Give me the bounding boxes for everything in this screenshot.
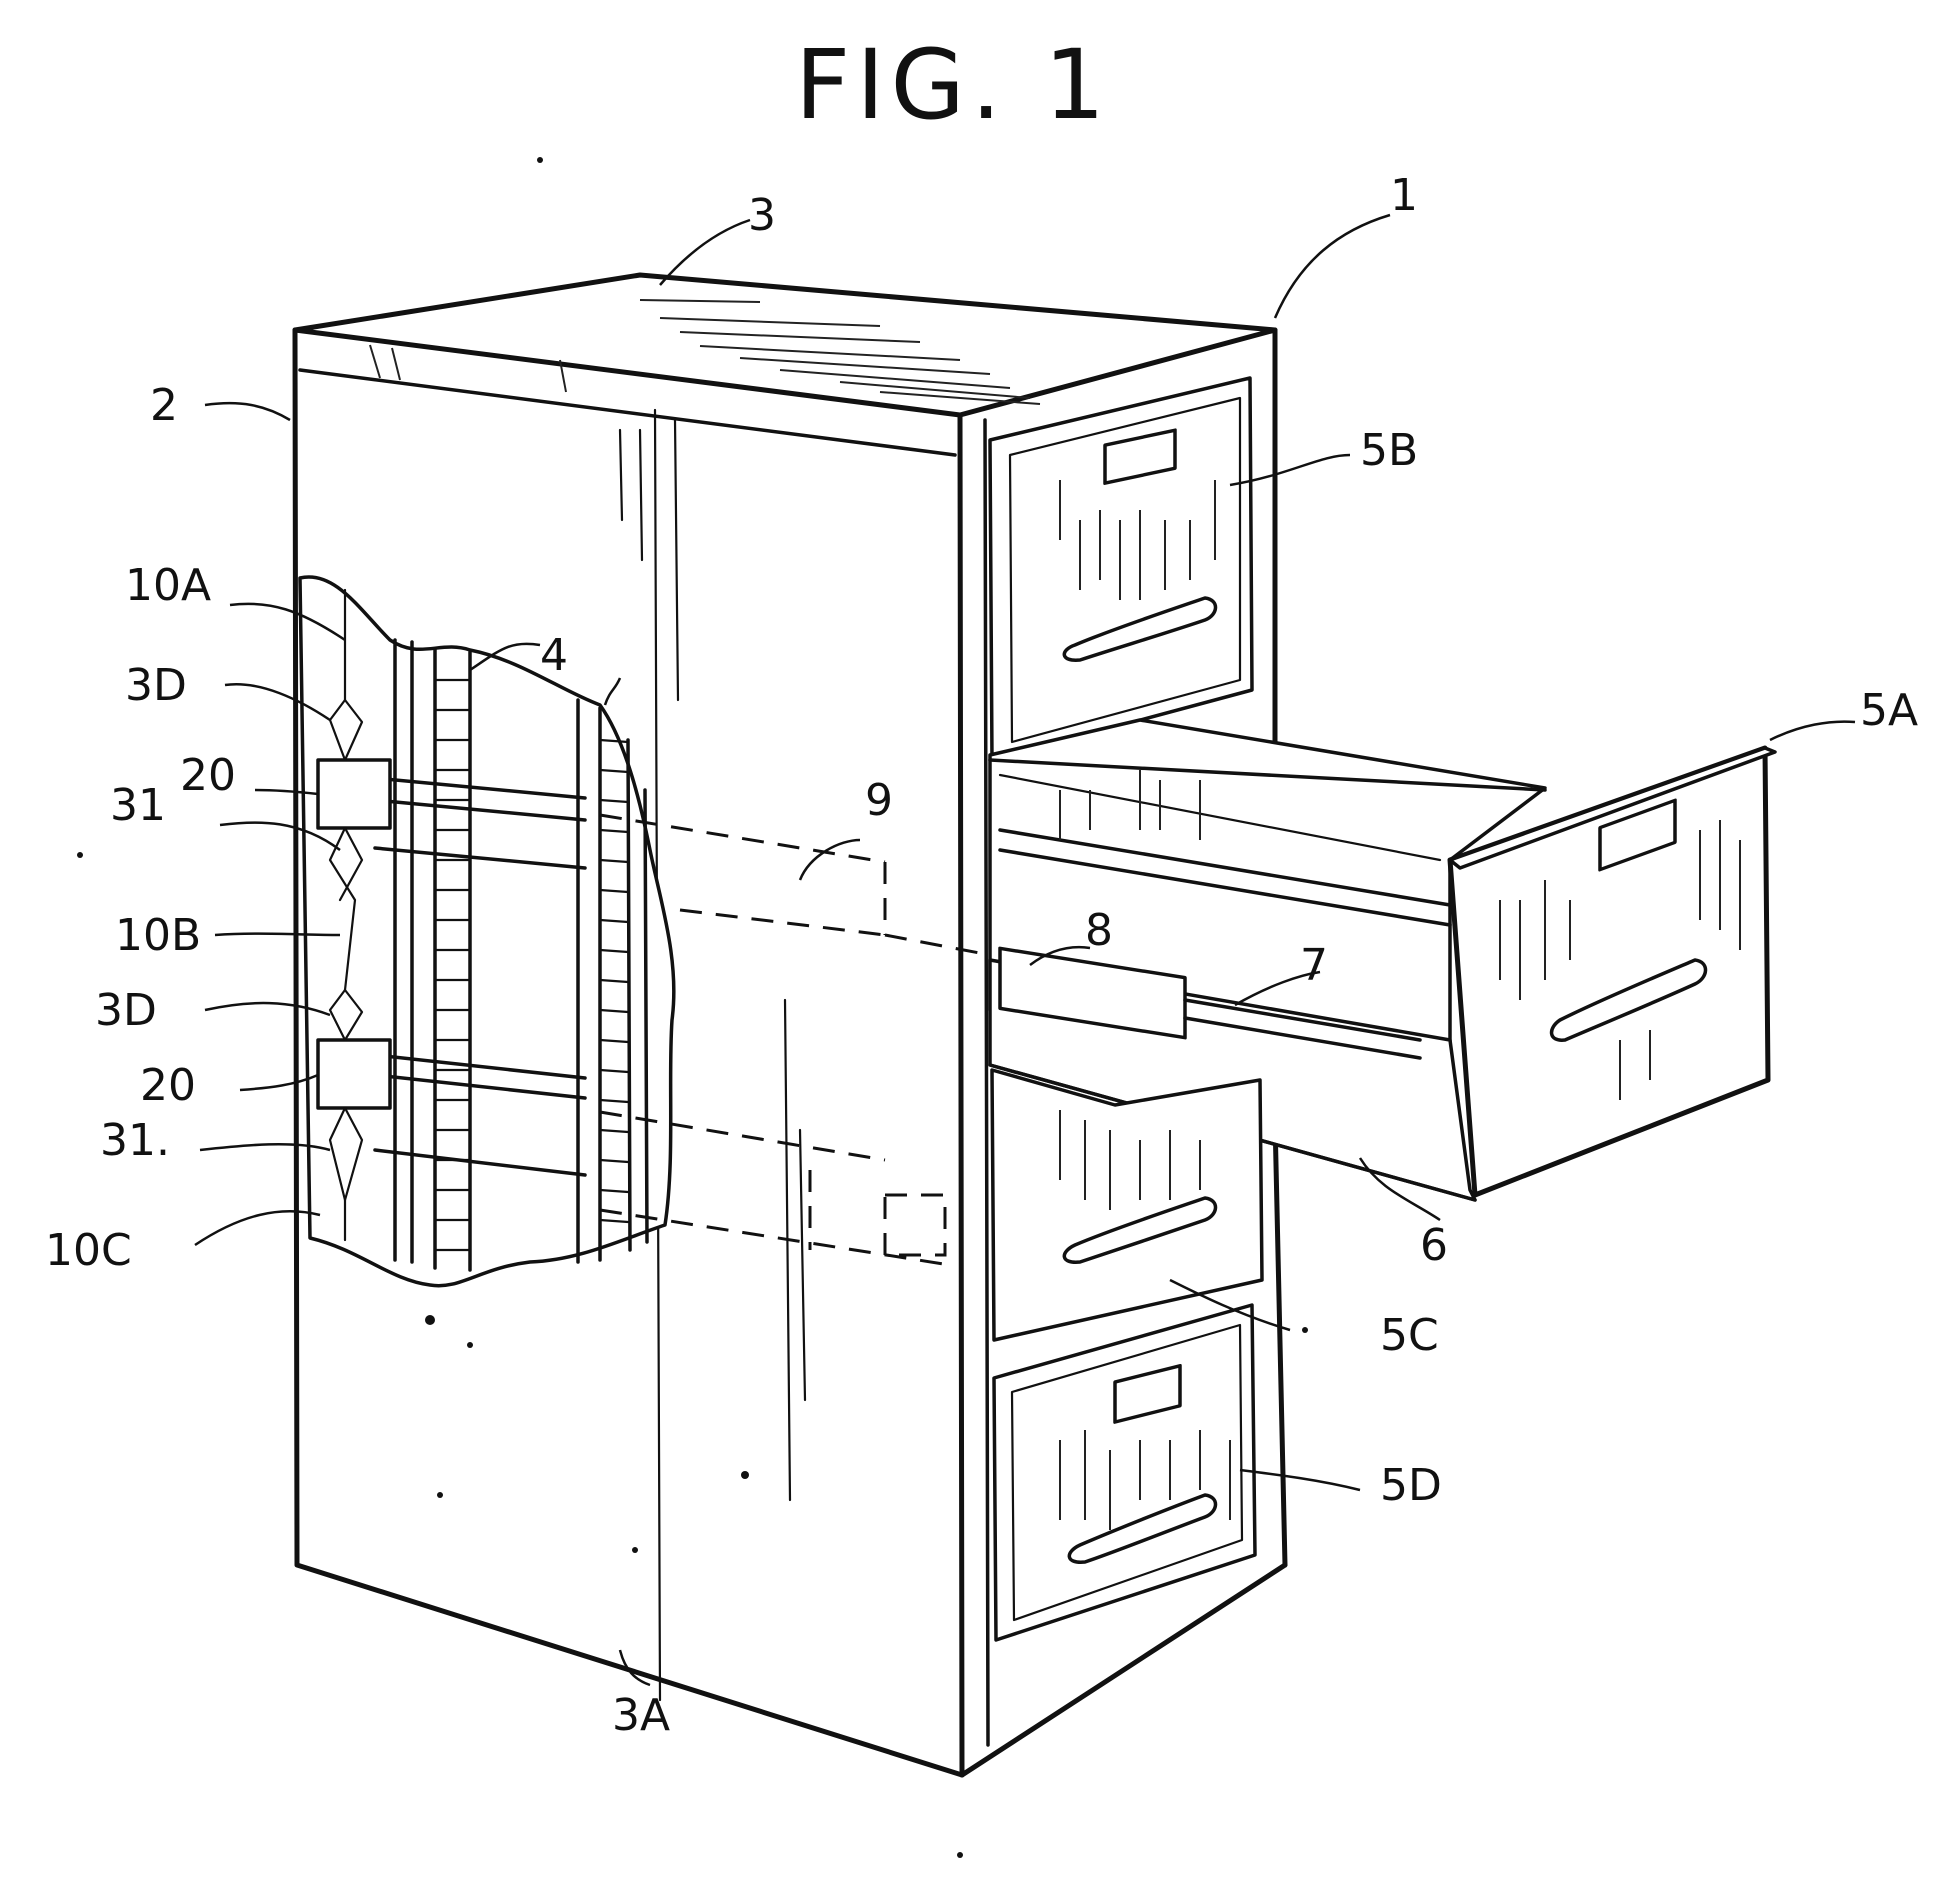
label-10C: 10C — [45, 1225, 132, 1276]
label-31-lower: 31. — [100, 1115, 170, 1166]
drawer-5C — [992, 1070, 1262, 1340]
figure-title: FIG. 1 — [795, 29, 1111, 141]
label-4: 4 — [540, 630, 568, 681]
label-3: 3 — [748, 190, 776, 241]
label-10B: 10B — [115, 910, 201, 961]
label-1: 1 — [1390, 170, 1418, 221]
band-lower — [318, 1040, 390, 1108]
drawer-5B — [990, 378, 1252, 760]
label-3A: 3A — [612, 1690, 670, 1741]
label-20-upper: 20 — [180, 750, 236, 801]
label-3D-upper: 3D — [125, 660, 187, 711]
label-3D-lower: 3D — [95, 985, 157, 1036]
label-31-upper: 31 — [110, 780, 166, 831]
label-8: 8 — [1085, 905, 1113, 956]
label-7: 7 — [1300, 940, 1328, 991]
label-5D: 5D — [1380, 1460, 1442, 1511]
label-10A: 10A — [125, 560, 211, 611]
label-6: 6 — [1420, 1220, 1448, 1271]
drawer-5D — [994, 1305, 1255, 1640]
label-5A: 5A — [1860, 685, 1918, 736]
label-20-lower: 20 — [140, 1060, 196, 1111]
label-9: 9 — [865, 775, 893, 826]
cutaway-region — [300, 577, 990, 1286]
label-5C: 5C — [1380, 1310, 1439, 1361]
cabinet-top — [295, 275, 1275, 415]
band-upper — [318, 760, 390, 828]
label-2: 2 — [150, 380, 178, 431]
label-5B: 5B — [1360, 425, 1418, 476]
